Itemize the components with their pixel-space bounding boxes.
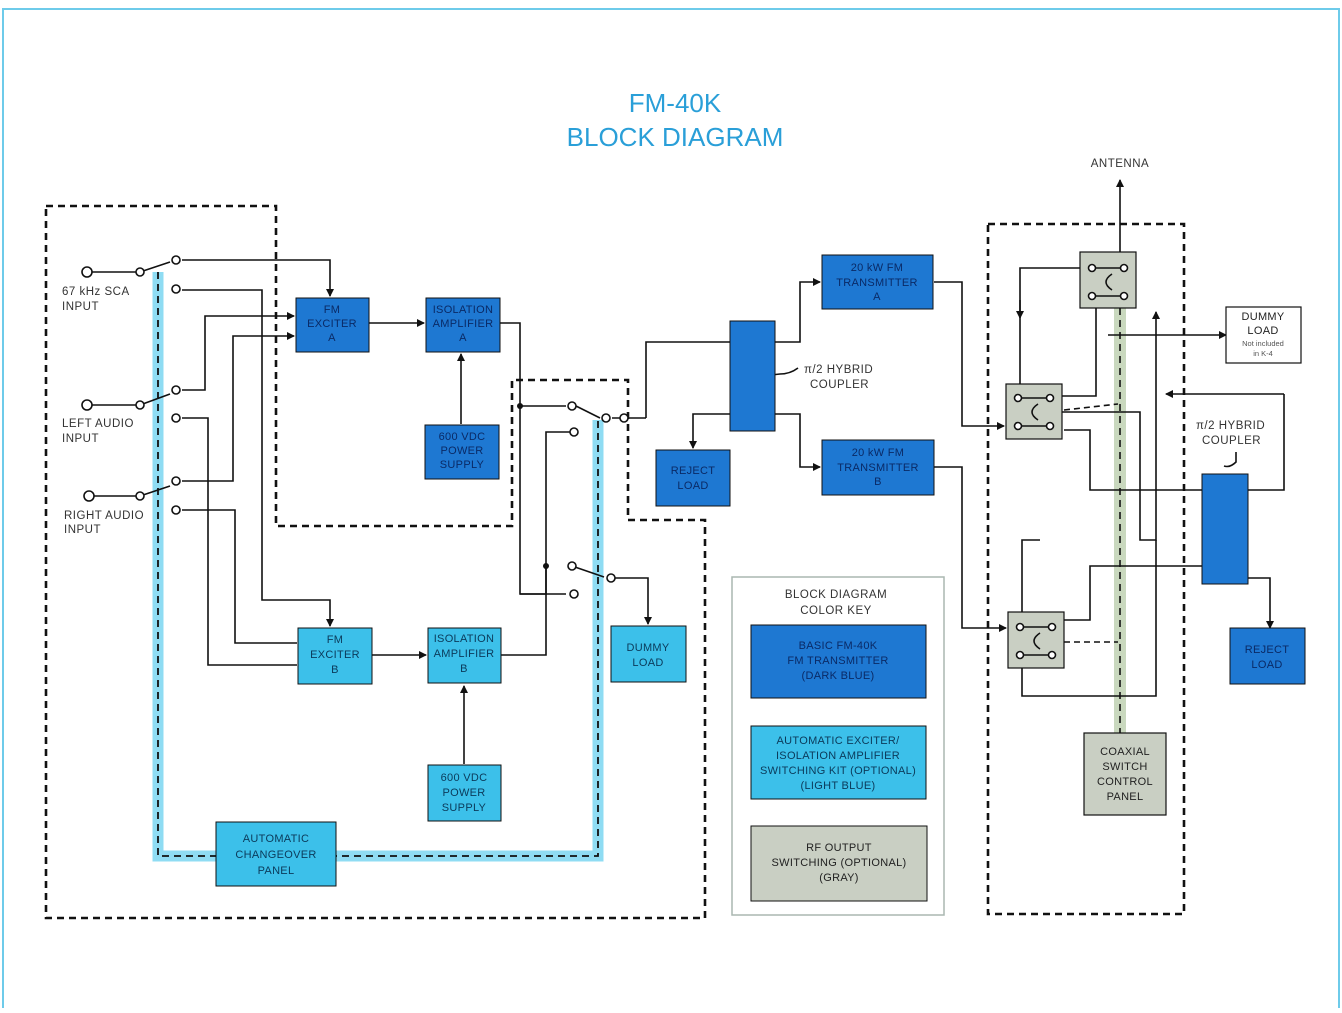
sca-input-label-2: INPUT xyxy=(62,301,99,313)
right-audio-label-2: INPUT xyxy=(64,524,101,536)
svg-text:600 VDC: 600 VDC xyxy=(439,431,486,443)
svg-text:A: A xyxy=(459,332,467,344)
svg-text:COAXIAL: COAXIAL xyxy=(1100,746,1150,758)
svg-text:EXCITER: EXCITER xyxy=(307,318,357,330)
svg-text:B: B xyxy=(331,664,339,676)
left-audio-label-2: INPUT xyxy=(62,433,99,445)
block-reject-load-1: REJECT LOAD xyxy=(655,449,731,507)
coax-switch-low xyxy=(1007,611,1065,669)
svg-text:π/2 HYBRID: π/2 HYBRID xyxy=(804,364,873,376)
block-fm-exciter-a: FM EXCITER A xyxy=(295,297,370,353)
block-isolation-amp-b: ISOLATION AMPLIFIER B xyxy=(427,627,502,684)
svg-text:LOAD: LOAD xyxy=(1247,325,1278,337)
svg-text:SWITCH: SWITCH xyxy=(1102,761,1147,773)
svg-text:REJECT: REJECT xyxy=(1245,644,1290,656)
svg-text:LOAD: LOAD xyxy=(1251,659,1282,671)
block-power-supply-b: 600 VDC POWER SUPPLY xyxy=(427,764,502,822)
svg-text:600 VDC: 600 VDC xyxy=(441,772,488,784)
block-hybrid-coupler-2 xyxy=(1201,473,1249,585)
svg-text:AMPLIFIER: AMPLIFIER xyxy=(434,648,495,660)
key-swatch-light xyxy=(750,725,927,800)
coax-switch-mid xyxy=(1005,383,1063,440)
svg-text:AMPLIFIER: AMPLIFIER xyxy=(433,318,494,330)
svg-text:CHANGEOVER: CHANGEOVER xyxy=(235,849,316,861)
key-swatch-dark xyxy=(750,624,927,699)
svg-text:TRANSMITTER: TRANSMITTER xyxy=(837,462,919,474)
block-transmitter-b: 20 kW FM TRANSMITTER B xyxy=(821,439,935,496)
block-hybrid-coupler-1 xyxy=(729,320,776,432)
svg-text:SUPPLY: SUPPLY xyxy=(440,459,485,471)
coax-switch-top xyxy=(1079,251,1137,309)
diagram-title: FM-40K xyxy=(629,88,722,118)
block-automatic-changeover-panel: AUTOMATIC CHANGEOVER PANEL xyxy=(215,821,337,887)
svg-text:FM: FM xyxy=(327,634,343,646)
block-coaxial-switch-control-panel: COAXIAL SWITCH CONTROL PANEL xyxy=(1083,732,1167,816)
svg-text:(GRAY): (GRAY) xyxy=(819,872,858,884)
svg-text:DUMMY: DUMMY xyxy=(626,642,669,654)
key-title: BLOCK DIAGRAM xyxy=(785,589,887,601)
svg-text:POWER: POWER xyxy=(440,445,483,457)
svg-text:B: B xyxy=(874,476,882,488)
svg-text:DUMMY: DUMMY xyxy=(1241,311,1284,323)
svg-text:A: A xyxy=(328,332,336,344)
svg-text:in K-4: in K-4 xyxy=(1253,349,1273,358)
svg-text:COUPLER: COUPLER xyxy=(1202,435,1261,447)
color-key: BLOCK DIAGRAM COLOR KEY BASIC FM-40K FM … xyxy=(731,576,945,916)
svg-text:PANEL: PANEL xyxy=(258,865,295,877)
left-audio-label: LEFT AUDIO xyxy=(62,418,134,430)
enclosure-outlines xyxy=(44,204,1186,920)
svg-text:EXCITER: EXCITER xyxy=(310,649,360,661)
hybrid-coupler-1-label: π/2 HYBRID COUPLER xyxy=(804,364,873,391)
svg-text:PANEL: PANEL xyxy=(1107,791,1144,803)
svg-text:COUPLER: COUPLER xyxy=(810,379,869,391)
key-title-2: COLOR KEY xyxy=(800,605,872,617)
svg-text:AUTOMATIC: AUTOMATIC xyxy=(243,833,309,845)
svg-text:LOAD: LOAD xyxy=(677,480,708,492)
diagram-subtitle: BLOCK DIAGRAM xyxy=(567,122,784,152)
antenna-label: ANTENNA xyxy=(1091,158,1149,170)
svg-text:ISOLATION: ISOLATION xyxy=(434,633,495,645)
svg-text:CONTROL: CONTROL xyxy=(1097,776,1153,788)
wiring xyxy=(92,179,1285,857)
block-dummy-load-right: DUMMY LOAD Not included in K-4 xyxy=(1225,306,1302,364)
block-fm-exciter-b: FM EXCITER B xyxy=(297,627,373,685)
switching-kit-highlight xyxy=(152,272,604,862)
block-dummy-load-mid: DUMMY LOAD xyxy=(610,625,687,683)
svg-text:20 kW FM: 20 kW FM xyxy=(852,447,905,459)
svg-text:20 kW FM: 20 kW FM xyxy=(851,262,904,274)
hybrid-coupler-2-label: π/2 HYBRID COUPLER xyxy=(1196,420,1265,447)
svg-text:ISOLATION: ISOLATION xyxy=(433,304,494,316)
svg-text:TRANSMITTER: TRANSMITTER xyxy=(836,277,918,289)
svg-text:SWITCHING (OPTIONAL): SWITCHING (OPTIONAL) xyxy=(772,857,907,869)
svg-text:LOAD: LOAD xyxy=(632,657,663,669)
input-labels: 67 kHz SCA INPUT LEFT AUDIO INPUT RIGHT … xyxy=(62,286,144,536)
block-power-supply-a: 600 VDC POWER SUPPLY xyxy=(424,424,500,480)
svg-text:FM TRANSMITTER: FM TRANSMITTER xyxy=(787,655,888,667)
right-audio-label: RIGHT AUDIO xyxy=(64,510,144,522)
svg-text:RF OUTPUT: RF OUTPUT xyxy=(806,842,872,854)
block-isolation-amp-a: ISOLATION AMPLIFIER A xyxy=(425,297,501,353)
svg-text:(LIGHT BLUE): (LIGHT BLUE) xyxy=(801,780,876,792)
key-swatch-gray xyxy=(750,825,928,902)
svg-text:SWITCHING KIT (OPTIONAL): SWITCHING KIT (OPTIONAL) xyxy=(760,765,916,777)
svg-text:AUTOMATIC EXCITER/: AUTOMATIC EXCITER/ xyxy=(777,735,901,747)
svg-text:POWER: POWER xyxy=(442,787,485,799)
svg-text:π/2 HYBRID: π/2 HYBRID xyxy=(1196,420,1265,432)
svg-text:SUPPLY: SUPPLY xyxy=(442,802,487,814)
svg-text:BASIC FM-40K: BASIC FM-40K xyxy=(799,640,878,652)
svg-text:B: B xyxy=(460,663,468,675)
block-transmitter-a: 20 kW FM TRANSMITTER A xyxy=(821,254,934,310)
svg-text:(DARK BLUE): (DARK BLUE) xyxy=(802,670,875,682)
svg-text:A: A xyxy=(873,291,881,303)
terminal-nodes xyxy=(81,255,629,599)
svg-text:Not included: Not included xyxy=(1242,339,1284,348)
svg-text:FM: FM xyxy=(324,304,340,316)
block-reject-load-2: REJECT LOAD xyxy=(1229,627,1306,685)
svg-text:REJECT: REJECT xyxy=(671,465,716,477)
svg-text:ISOLATION AMPLIFIER: ISOLATION AMPLIFIER xyxy=(776,750,900,762)
sca-input-label: 67 kHz SCA xyxy=(62,286,130,298)
